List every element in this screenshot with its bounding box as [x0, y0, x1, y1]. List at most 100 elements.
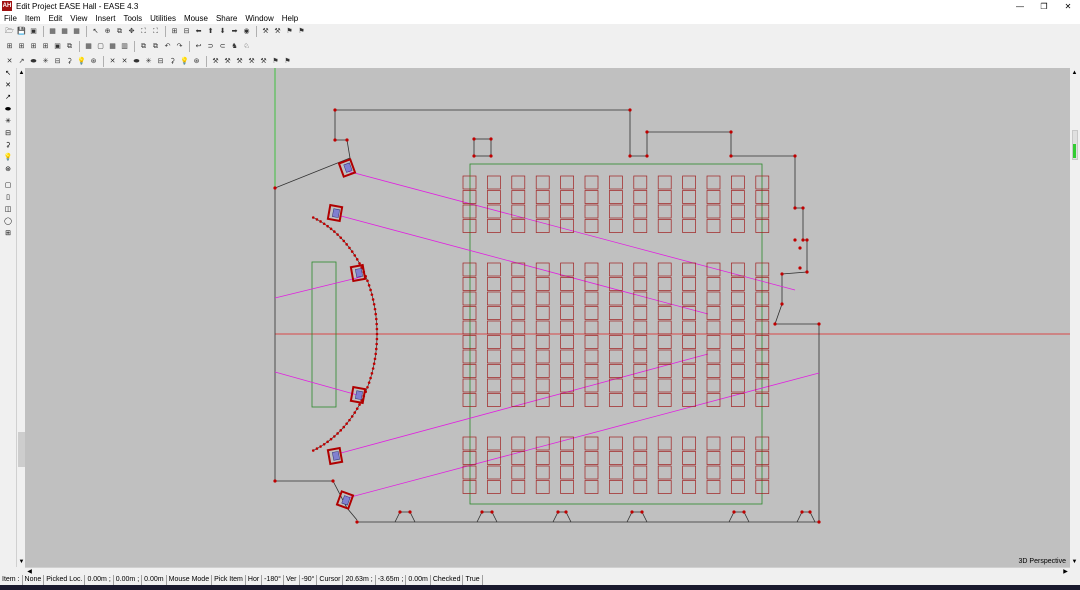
left-tool-icon[interactable]: ✕ — [5, 82, 11, 89]
insert-tool-icon[interactable]: ✕ — [6, 57, 13, 65]
left-tool-icon[interactable]: ▢ — [4, 182, 12, 189]
edit-tool-icon[interactable]: ⧉ — [67, 42, 72, 50]
main-tool-icon[interactable]: ⊞ — [171, 27, 178, 35]
menu-help[interactable]: Help — [281, 13, 299, 23]
insert-tool-icon[interactable]: ⊛ — [90, 57, 97, 65]
edit-tool-icon[interactable]: ▢ — [97, 42, 104, 50]
menu-utilities[interactable]: Utilities — [150, 13, 176, 23]
insert-tool-icon[interactable]: ✳ — [145, 57, 152, 65]
insert-tool-icon[interactable]: ⬬ — [30, 57, 37, 65]
insert-tool-icon[interactable]: ↗ — [18, 57, 25, 65]
menu-insert[interactable]: Insert — [95, 13, 116, 23]
left-tool-icon[interactable]: ⬬ — [5, 106, 11, 113]
main-tool-icon[interactable]: ⛶ — [141, 27, 146, 35]
right-scroll-down-arrow[interactable]: ▼ — [1071, 558, 1078, 565]
horizontal-scrollbar[interactable]: ◀ ▶ — [25, 567, 1070, 575]
menu-share[interactable]: Share — [215, 13, 238, 23]
insert-tool-icon[interactable]: ✕ — [109, 57, 116, 65]
right-scrollbar[interactable]: ▲ ▼ — [1070, 68, 1080, 567]
left-tool-icon[interactable]: ▯ — [6, 194, 10, 201]
scroll-left-arrow[interactable]: ◀ — [27, 569, 32, 575]
edit-tool-icon[interactable]: ↶ — [164, 42, 171, 50]
edit-tool-icon[interactable]: ▥ — [121, 42, 128, 50]
main-tool-icon[interactable]: ⬇ — [219, 27, 226, 35]
main-tool-icon[interactable]: ⧉ — [117, 27, 122, 35]
edit-tool-icon[interactable]: ⧉ — [141, 42, 146, 50]
drawing-canvas[interactable]: 3D Perspective — [25, 68, 1070, 567]
left-tool-icon[interactable]: ⚳ — [5, 142, 11, 149]
right-scroll-up-arrow[interactable]: ▲ — [1071, 69, 1078, 76]
edit-tool-icon[interactable]: ⊞ — [18, 42, 25, 50]
left-tool-icon[interactable]: ⊟ — [5, 130, 11, 137]
restore-button[interactable]: ❐ — [1040, 1, 1048, 11]
insert-tool-icon[interactable]: ⚳ — [169, 57, 176, 65]
insert-tool-icon[interactable]: ✕ — [121, 57, 128, 65]
insert-tool-icon[interactable]: ✳ — [42, 57, 49, 65]
edit-tool-icon[interactable]: ▣ — [54, 42, 61, 50]
insert-tool-icon[interactable]: ⊟ — [54, 57, 61, 65]
left-tool-icon[interactable]: ◯ — [4, 218, 12, 225]
menu-view[interactable]: View — [70, 13, 88, 23]
left-tool-icon[interactable]: ⊛ — [5, 166, 11, 173]
left-tool-icon[interactable]: ⊞ — [5, 230, 11, 237]
menu-edit[interactable]: Edit — [48, 13, 63, 23]
main-tool-icon[interactable]: ⚒ — [262, 27, 269, 35]
main-tool-icon[interactable]: ⚑ — [286, 27, 293, 35]
main-tool-icon[interactable]: ↖ — [92, 27, 99, 35]
main-tool-icon[interactable]: ⬆ — [207, 27, 214, 35]
menu-window[interactable]: Window — [245, 13, 274, 23]
left-tool-icon[interactable]: 💡 — [3, 154, 13, 161]
main-tool-icon[interactable]: ⚒ — [274, 27, 281, 35]
main-tool-icon[interactable]: ➡ — [231, 27, 238, 35]
menu-item[interactable]: Item — [24, 13, 41, 23]
edit-tool-icon[interactable]: ▦ — [109, 42, 116, 50]
insert-tool-icon[interactable]: ⬬ — [133, 57, 140, 65]
edit-tool-icon[interactable]: ↩ — [195, 42, 202, 50]
insert-tool-icon[interactable]: ⊛ — [193, 57, 200, 65]
left-tool-icon[interactable]: ↖ — [5, 70, 11, 77]
menu-mouse[interactable]: Mouse — [183, 13, 208, 23]
main-tool-icon[interactable]: 💾 — [17, 27, 26, 35]
scroll-thumb[interactable] — [18, 432, 25, 467]
insert-tool-icon[interactable]: ⚑ — [272, 57, 279, 65]
main-tool-icon[interactable]: ▦ — [49, 27, 56, 35]
main-tool-icon[interactable]: ✥ — [128, 27, 135, 35]
edit-tool-icon[interactable]: ▦ — [85, 42, 92, 50]
insert-tool-icon[interactable]: ⚒ — [236, 57, 243, 65]
main-tool-icon[interactable]: ▦ — [73, 27, 80, 35]
edit-tool-icon[interactable]: ↷ — [176, 42, 183, 50]
edit-tool-icon[interactable]: ⊞ — [30, 42, 37, 50]
left-tool-icon[interactable]: ↗ — [5, 94, 11, 101]
edit-tool-icon[interactable]: ⊂ — [219, 42, 226, 50]
menu-tools[interactable]: Tools — [123, 13, 143, 23]
main-tool-icon[interactable]: ⛶ — [153, 27, 158, 35]
insert-tool-icon[interactable]: ⚒ — [212, 57, 219, 65]
edit-tool-icon[interactable]: ⊞ — [42, 42, 49, 50]
edit-tool-icon[interactable]: ⊞ — [6, 42, 13, 50]
close-button[interactable]: ✕ — [1064, 1, 1072, 11]
scroll-down-arrow[interactable]: ▼ — [18, 558, 25, 565]
main-tool-icon[interactable]: 🗁 — [5, 27, 14, 35]
main-tool-icon[interactable]: ▣ — [30, 27, 37, 35]
edit-tool-icon[interactable]: ♘ — [243, 42, 250, 50]
left-scrollbar[interactable]: ▲ ▼ — [16, 68, 25, 567]
cad-drawing[interactable] — [25, 68, 1070, 567]
left-tool-icon[interactable]: ◫ — [4, 206, 12, 213]
scroll-up-arrow[interactable]: ▲ — [18, 69, 25, 76]
insert-tool-icon[interactable]: 💡 — [180, 57, 189, 65]
insert-tool-icon[interactable]: ⚒ — [224, 57, 231, 65]
edit-tool-icon[interactable]: ⊃ — [207, 42, 214, 50]
edit-tool-icon[interactable]: ♞ — [231, 42, 238, 50]
main-tool-icon[interactable]: ⊟ — [183, 27, 190, 35]
minimize-button[interactable]: — — [1016, 1, 1024, 11]
main-tool-icon[interactable]: ⊕ — [104, 27, 111, 35]
insert-tool-icon[interactable]: ⚒ — [248, 57, 255, 65]
insert-tool-icon[interactable]: ⚒ — [260, 57, 267, 65]
insert-tool-icon[interactable]: 💡 — [77, 57, 86, 65]
menu-file[interactable]: File — [4, 13, 17, 23]
main-tool-icon[interactable]: ⚑ — [298, 27, 305, 35]
main-tool-icon[interactable]: ⬅ — [195, 27, 202, 35]
scroll-right-arrow[interactable]: ▶ — [1063, 569, 1068, 575]
insert-tool-icon[interactable]: ⊟ — [157, 57, 164, 65]
main-tool-icon[interactable]: ▦ — [61, 27, 68, 35]
